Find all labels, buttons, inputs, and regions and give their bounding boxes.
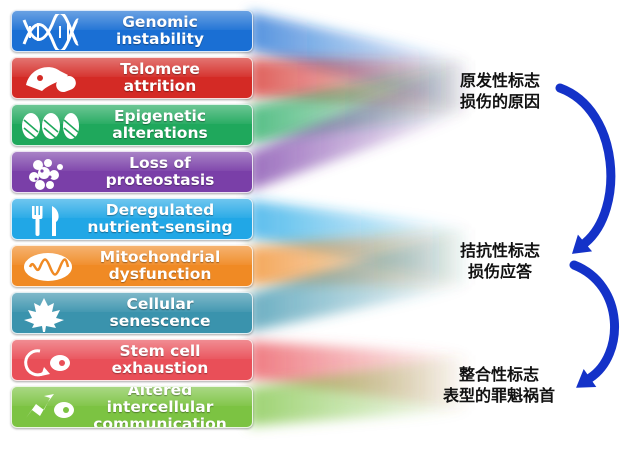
hallmark-label: Mitochondrial dysfunction: [99, 248, 221, 283]
category-primary-line2: 损伤的原因: [459, 92, 540, 111]
hallmark-gloss: [12, 387, 252, 407]
hallmark-box: Cellular senescence: [11, 292, 253, 334]
flow-arrow-0: [555, 83, 616, 248]
hallmark-label: Loss of proteostasis: [105, 154, 215, 189]
flow-arrow-1: [569, 260, 620, 383]
hallmark-box: Epigenetic alterations: [11, 104, 253, 146]
hallmark-label: Deregulated nutrient-sensing: [87, 201, 233, 236]
connector-beams: [249, 12, 470, 426]
hallmark-gloss: [12, 199, 252, 219]
category-primary-line1: 原发性标志: [459, 71, 540, 90]
hallmark-gloss: [12, 246, 252, 266]
hallmark-box: Altered intercellular communication: [11, 386, 253, 428]
stem-cell-icon: [24, 349, 70, 377]
flow-arrow-head-1: [576, 368, 597, 388]
flow-arrow-head-0: [571, 234, 593, 254]
category-antagonistic-line2: 损伤应答: [467, 262, 532, 281]
telomere-icon: [26, 67, 76, 93]
hallmark-label: Stem cell exhaustion: [111, 342, 209, 377]
hallmark-gloss: [12, 152, 252, 172]
hallmark-label: Epigenetic alterations: [112, 107, 208, 142]
beam-6: [249, 228, 470, 332]
beam-3: [249, 60, 470, 191]
hallmark-gloss: [12, 11, 252, 31]
hallmark-box: Deregulated nutrient-sensing: [11, 198, 253, 240]
chromatin-icon: [22, 113, 79, 139]
hallmark-box: Telomere attrition: [11, 57, 253, 99]
category-primary: 原发性标志 损伤的原因: [440, 70, 560, 112]
hallmark-label: Telomere attrition: [120, 60, 200, 95]
category-antagonistic-line1: 拮抗性标志: [459, 241, 540, 260]
category-integrative-line2: 表型的罪魁祸首: [442, 386, 555, 405]
category-integrative: 整合性标志 表型的罪魁祸首: [424, 364, 574, 406]
hallmark-label: Cellular senescence: [109, 295, 211, 330]
hallmark-box: Stem cell exhaustion: [11, 339, 253, 381]
mitochondrion-icon: [24, 253, 72, 281]
hallmark-gloss: [12, 293, 252, 313]
hallmark-label: Altered intercellular communication: [93, 386, 227, 428]
hallmark-box: Mitochondrial dysfunction: [11, 245, 253, 287]
category-integrative-line1: 整合性标志: [458, 365, 539, 384]
hallmark-gloss: [12, 340, 252, 360]
beam-2: [249, 60, 470, 144]
hallmark-box: Genomic instability: [11, 10, 253, 52]
protein-icon: [29, 159, 63, 190]
hallmark-gloss: [12, 58, 252, 78]
maple-leaf-icon: [24, 298, 64, 332]
category-antagonistic: 拮抗性标志 损伤应答: [440, 240, 560, 282]
beam-8: [249, 355, 470, 426]
hallmark-box: Loss of proteostasis: [11, 151, 253, 193]
dna-icon: [22, 14, 80, 50]
hallmark-label: Genomic instability: [116, 13, 204, 48]
cell-communication-icon: [26, 394, 74, 418]
flow-arrows: [555, 83, 620, 388]
fork-knife-icon: [32, 206, 59, 236]
